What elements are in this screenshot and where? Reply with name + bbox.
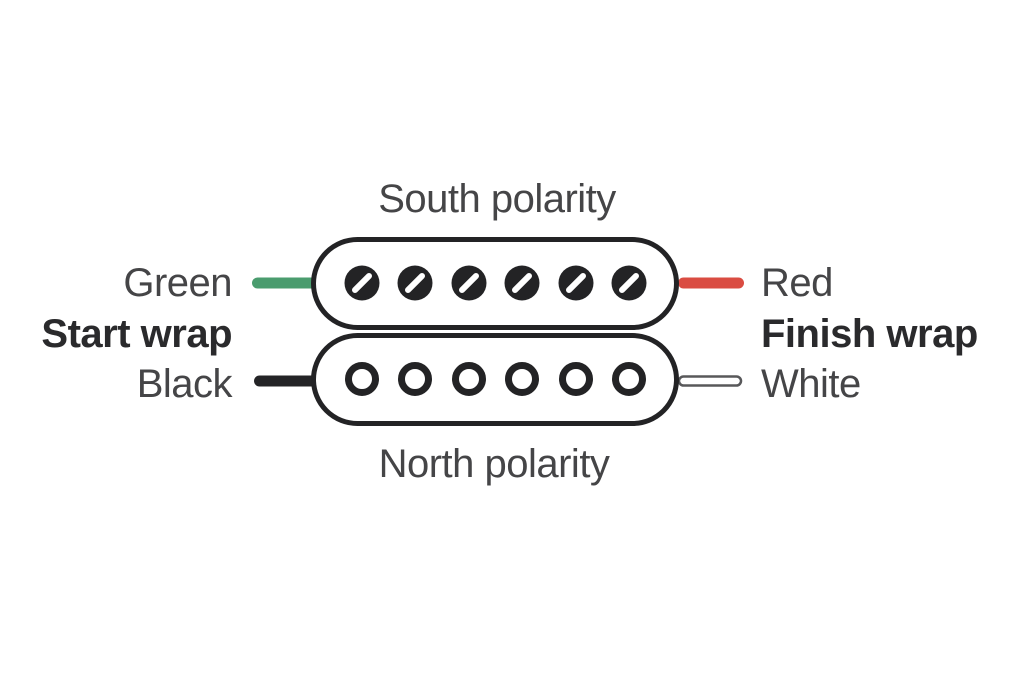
north-coil-body [311, 333, 679, 426]
screw-pole [451, 265, 487, 301]
black-wire-label: Black [136, 362, 233, 406]
screw-pole [397, 265, 433, 301]
south-coil-fill [313, 239, 677, 328]
slug-pole [452, 362, 486, 396]
white-wire-label: White [761, 362, 861, 406]
finish-wrap-label: Finish wrap [761, 312, 978, 356]
green-wire-label: Green [123, 261, 232, 305]
slug-pole [345, 362, 379, 396]
south-polarity-label: South polarity [378, 177, 616, 221]
white-wire [677, 375, 743, 387]
north-coil-fill [313, 335, 677, 424]
slug-pole [398, 362, 432, 396]
slug-pole [559, 362, 593, 396]
start-wrap-label: Start wrap [41, 312, 232, 356]
red-wire-label: Red [761, 261, 833, 305]
screw-pole [504, 265, 540, 301]
slug-pole [612, 362, 646, 396]
south-coil-body [311, 237, 679, 330]
red-wire [678, 277, 744, 289]
green-wire [252, 277, 318, 289]
screw-pole [558, 265, 594, 301]
slug-pole [505, 362, 539, 396]
north-polarity-label: North polarity [378, 442, 610, 486]
black-wire [254, 375, 318, 387]
screw-pole [611, 265, 647, 301]
screw-pole [344, 265, 380, 301]
